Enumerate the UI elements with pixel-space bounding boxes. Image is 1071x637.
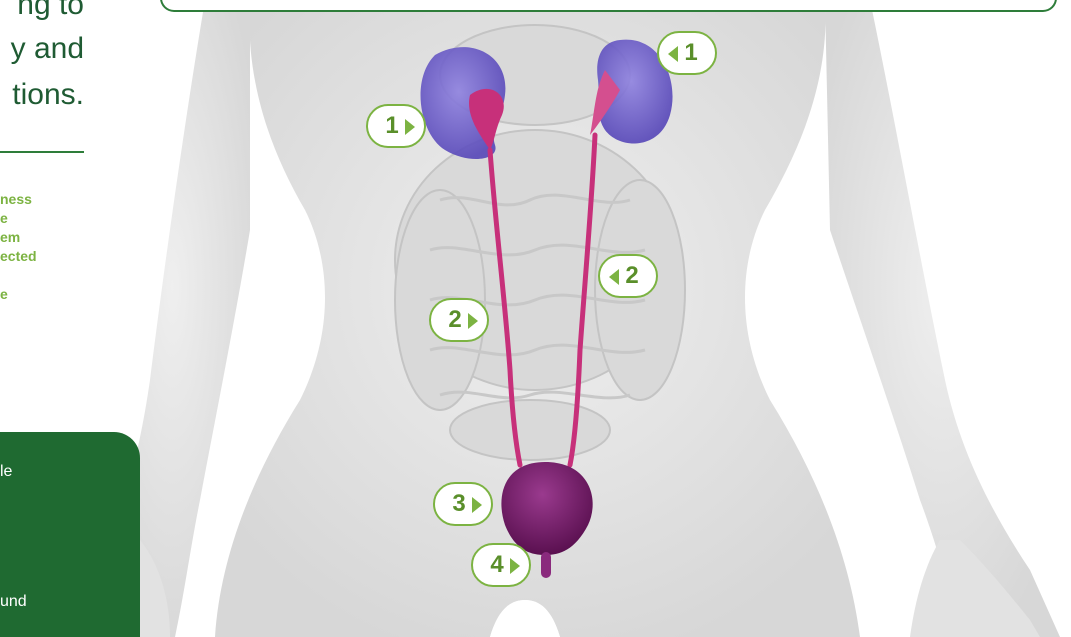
marker-kidney-right[interactable]: 1 bbox=[657, 31, 717, 75]
intro-text-line: tions. bbox=[12, 80, 84, 110]
marker-number: 1 bbox=[380, 106, 404, 146]
pointer-right-icon bbox=[405, 119, 415, 135]
marker-number: 3 bbox=[447, 484, 471, 524]
pointer-left-icon bbox=[668, 46, 678, 62]
urethra-shape bbox=[541, 552, 551, 578]
side-note-line: e bbox=[0, 209, 90, 228]
info-box-text: le bbox=[0, 463, 12, 481]
side-note-line: em bbox=[0, 228, 90, 247]
intro-text-line: y and bbox=[11, 34, 84, 64]
pointer-left-icon bbox=[609, 269, 619, 285]
divider bbox=[0, 151, 84, 153]
intro-text-line: ng to bbox=[17, 0, 84, 20]
marker-kidney-left[interactable]: 1 bbox=[366, 104, 426, 148]
marker-number: 2 bbox=[443, 300, 467, 340]
side-note-line: ness bbox=[0, 190, 90, 209]
side-note-line: ected bbox=[0, 247, 90, 266]
marker-ureter-right[interactable]: 2 bbox=[598, 254, 658, 298]
info-box-text: und bbox=[0, 593, 27, 611]
marker-number: 1 bbox=[679, 33, 703, 73]
side-note-line bbox=[0, 266, 90, 285]
top-callout-box bbox=[160, 0, 1057, 12]
marker-number: 4 bbox=[485, 545, 509, 585]
marker-bladder[interactable]: 3 bbox=[433, 482, 493, 526]
side-note: ness e em ected e bbox=[0, 190, 90, 304]
left-column: ng to y and tions. ness e em ected e le … bbox=[0, 0, 150, 637]
marker-number: 2 bbox=[620, 256, 644, 296]
side-note-line: e bbox=[0, 285, 90, 304]
pointer-right-icon bbox=[510, 558, 520, 574]
marker-urethra[interactable]: 4 bbox=[471, 543, 531, 587]
marker-ureter-left[interactable]: 2 bbox=[429, 298, 489, 342]
pointer-right-icon bbox=[472, 497, 482, 513]
pointer-right-icon bbox=[468, 313, 478, 329]
